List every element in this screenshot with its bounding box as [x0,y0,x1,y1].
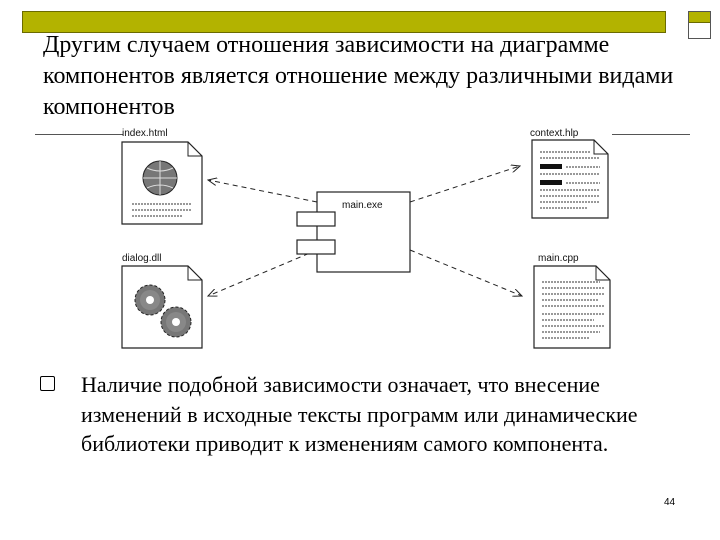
page-number: 44 [664,497,676,508]
gears-icon [134,284,192,338]
dependency-arrow-index [208,180,318,203]
artifact-label-dialog: dialog.dll [122,253,161,264]
top-accent-bar [22,11,666,33]
artifact-label-context: context.hlp [530,128,579,139]
artifact-main-cpp: main.cpp [533,253,611,349]
component-diagram: main.exe index.html context.hlp dialog.d… [121,128,611,349]
title-divider-left [35,134,123,135]
artifact-label-index: index.html [122,128,168,139]
artifact-context-hlp: context.hlp [530,128,609,219]
artifact-label-maincpp: main.cpp [538,253,579,264]
component-main-exe: main.exe [296,191,411,273]
bullet-text: Наличие подобной зависимости означает, ч… [81,372,638,456]
dependency-arrow-maincpp [409,249,522,296]
dependency-arrow-dialog [208,249,318,296]
bullet-square-icon [40,376,55,391]
slide-title: Другим случаем отношения зависимости на … [43,32,674,120]
artifact-index-html: index.html [121,128,203,225]
artifact-dialog-dll: dialog.dll [121,253,203,349]
dependency-arrow-context [409,166,520,203]
component-label: main.exe [342,200,383,211]
title-divider-right [612,134,690,135]
corner-decoration [688,11,711,39]
